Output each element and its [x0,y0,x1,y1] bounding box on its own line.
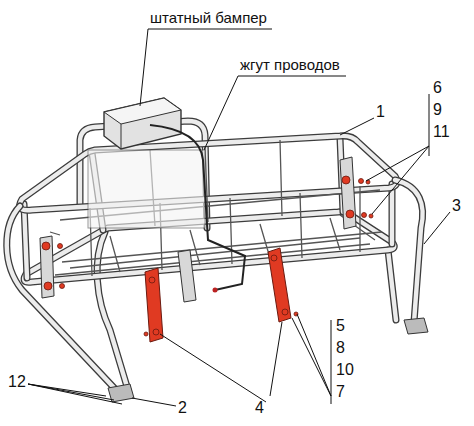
wiring-harness [150,125,245,293]
bolts [42,176,373,336]
part-name: жгут проводов [240,57,340,72]
part-name: штатный бампер [150,10,267,25]
callout-number: 12 [8,374,26,390]
callout-number: 9 [433,102,442,118]
callout-number: 10 [336,362,354,378]
callout-number: 6 [433,80,442,96]
bumper [104,98,181,149]
callout-number: 11 [433,124,450,140]
callout-number: 3 [452,198,461,214]
callout-number: 8 [336,340,345,356]
rail-bars [50,140,382,276]
callout-number: 7 [336,384,345,400]
back-panel [88,150,205,228]
floor-slats [55,218,370,275]
mounting-brackets [145,248,291,342]
callout-number: 1 [376,104,385,120]
leader-lines [28,29,450,406]
tube-frame [7,121,423,392]
callout-number: 2 [178,400,187,416]
side-plates [40,157,356,302]
callout-number: 4 [255,400,264,416]
feet [108,318,428,402]
callout-number: 5 [336,318,345,334]
